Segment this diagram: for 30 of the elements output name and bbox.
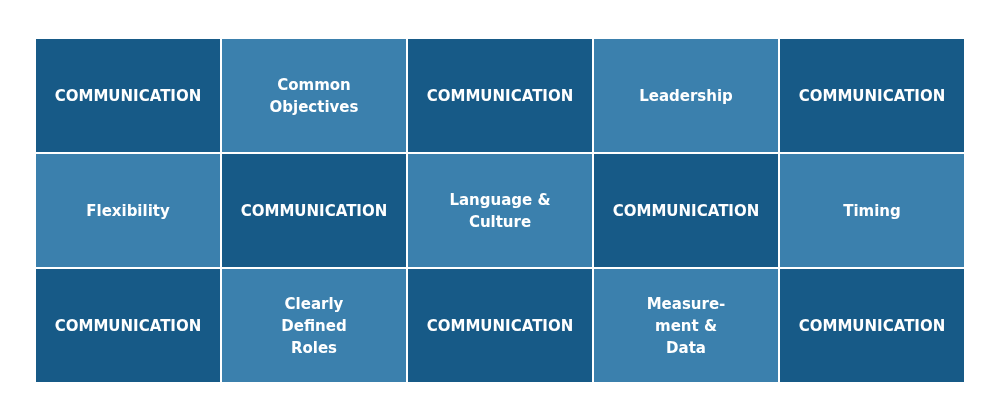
- piece-label: Timing: [843, 200, 901, 222]
- piece-label: Measure- ment & Data: [645, 293, 727, 359]
- puzzle-piece: [779, 268, 965, 383]
- puzzle-piece: [407, 38, 593, 153]
- puzzle-piece: [35, 268, 221, 383]
- puzzle-piece: [407, 268, 593, 383]
- puzzle-piece: [779, 153, 965, 268]
- piece-label: COMMUNICATION: [798, 315, 946, 337]
- puzzle-piece: [35, 38, 221, 153]
- piece-label: COMMUNICATION: [426, 315, 574, 337]
- piece-label: Language & Culture: [448, 189, 552, 233]
- piece-label: COMMUNICATION: [426, 85, 574, 107]
- puzzle-piece: [593, 153, 779, 268]
- puzzle-piece: [35, 153, 221, 268]
- piece-label: COMMUNICATION: [54, 315, 202, 337]
- puzzle-piece: [221, 153, 407, 268]
- piece-label: Common Objectives: [268, 74, 360, 118]
- piece-label: COMMUNICATION: [240, 200, 388, 222]
- piece-label: COMMUNICATION: [54, 85, 202, 107]
- puzzle-piece: [779, 38, 965, 153]
- piece-label: COMMUNICATION: [612, 200, 760, 222]
- piece-label: Leadership: [639, 85, 733, 107]
- puzzle-piece: [221, 38, 407, 153]
- puzzle-piece: [221, 268, 407, 383]
- piece-label: COMMUNICATION: [798, 85, 946, 107]
- piece-label: Flexibility: [86, 200, 170, 222]
- puzzle-piece: [407, 153, 593, 268]
- piece-label: Clearly Defined Roles: [280, 293, 348, 359]
- puzzle-piece: [593, 38, 779, 153]
- puzzle-piece: [593, 268, 779, 383]
